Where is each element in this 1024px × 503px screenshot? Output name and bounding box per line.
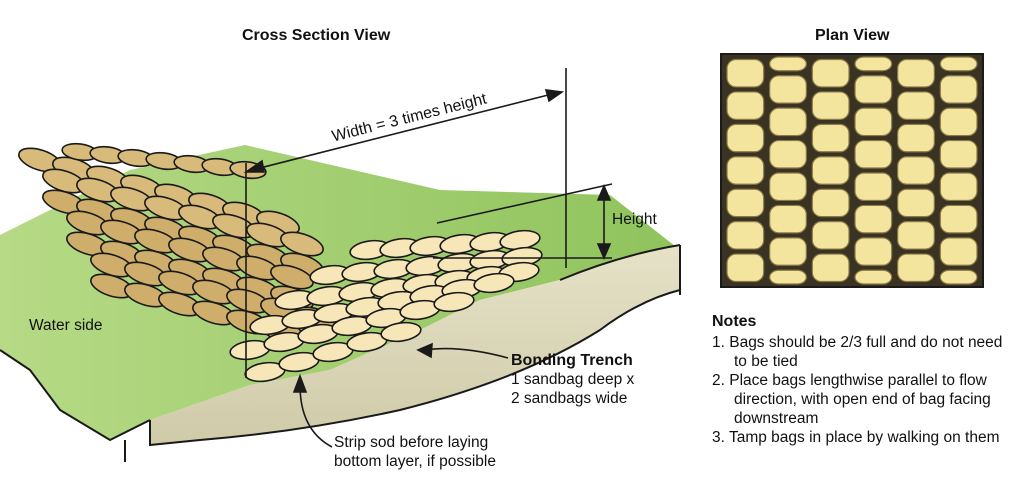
bonding-trench-line1: 1 sandbag deep x [511,371,635,388]
sandbag [473,272,515,294]
plan-sandbag [854,172,893,202]
plan-sandbag [726,188,765,218]
plan-sandbag [939,75,978,104]
height-label: Height [612,211,657,228]
plan-sandbag [939,172,978,202]
plan-sandbag [811,91,850,120]
plan-sandbag [726,156,765,185]
plan-sandbag [854,139,893,169]
plan-sandbag [769,204,807,234]
plan-view-title: Plan View [815,27,890,44]
plan-sandbag [939,107,978,137]
plan-sandbag [726,253,765,283]
plan-sandbag [897,253,935,283]
bonding-trench-line2: 2 sandbags wide [511,390,628,407]
strip-sod-line1: Strip sod before laying [334,434,489,451]
plan-sandbag [939,139,978,169]
plan-sandbag [769,75,807,104]
plan-sandbag [939,204,978,234]
callout-arrows [292,342,509,448]
plan-sandbag [811,156,850,185]
plan-sandbag [854,237,893,266]
note-item: 2. Place bags lengthwise parallel to flo… [712,372,991,427]
plan-sandbag [769,107,807,137]
plan-sandbag [726,91,765,120]
plan-sandbag [854,107,893,137]
note-item: 3. Tamp bags in place by walking on them [712,429,1000,446]
plan-sandbag [726,123,765,153]
plan-sandbag [811,221,850,250]
note-item: 1. Bags should be 2/3 full and do not ne… [712,334,1003,370]
plan-sandbag [897,188,935,218]
plan-sandbag [897,156,935,185]
plan-sandbag [939,269,978,285]
strip-sod-callout: Strip sod before laying bottom layer, if… [334,433,496,471]
plan-sandbag [811,58,850,88]
plan-view-box [720,53,984,288]
plan-sandbag [769,56,807,72]
plan-sandbag [897,58,935,88]
plan-view-sandbags [726,56,978,285]
water-side-label: Water side [29,317,103,334]
plan-sandbag [854,75,893,104]
bonding-trench-sandbags [229,229,543,383]
plan-sandbag [854,56,893,72]
cross-section-title: Cross Section View [242,27,391,44]
strip-sod-line2: bottom layer, if possible [334,453,496,470]
dimension-lines [243,68,613,378]
notes-section: Notes 1. Bags should be 2/3 full and do … [712,313,1012,447]
plan-sandbag [769,237,807,266]
plan-sandbag [854,204,893,234]
notes-title: Notes [712,313,757,330]
plan-sandbag [897,221,935,250]
bonding-trench-callout: Bonding Trench 1 sandbag deep x 2 sandba… [511,351,634,408]
plan-sandbag [769,139,807,169]
plan-sandbag [769,269,807,285]
plan-sandbag [769,172,807,202]
plan-sandbag [726,58,765,88]
plan-sandbag [811,188,850,218]
plan-sandbag [854,269,893,285]
plan-sandbag [897,123,935,153]
plan-sandbag [726,221,765,250]
plan-sandbag [811,123,850,153]
plan-sandbag [811,253,850,283]
plan-sandbag [897,91,935,120]
plan-sandbag [939,237,978,266]
plan-sandbag [939,56,978,72]
sandbag [380,321,422,343]
sandbag [433,291,475,313]
bonding-trench-title: Bonding Trench [511,352,633,369]
